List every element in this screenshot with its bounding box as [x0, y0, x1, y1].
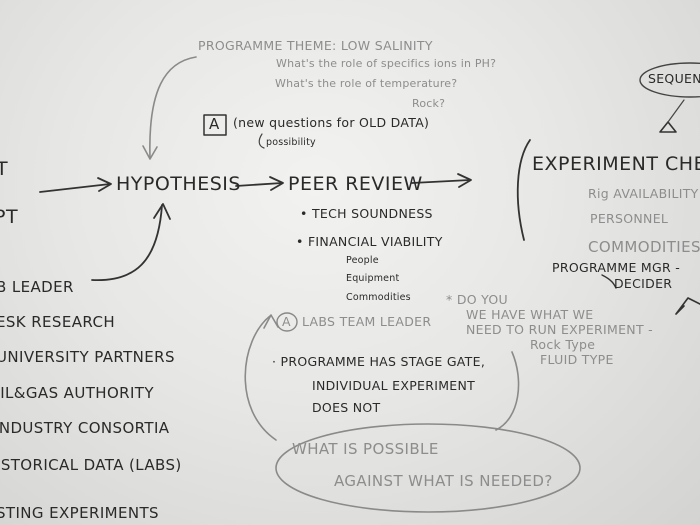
left-arrowhead — [97, 177, 112, 192]
labs-line-3: DOES NOT — [312, 400, 381, 415]
possible-oval — [275, 423, 581, 513]
financial-sub-equipment: Equipment — [346, 273, 400, 284]
decider-label: DECIDER — [614, 276, 673, 291]
left-list-item-1: T — [0, 158, 9, 180]
note-curve-right — [495, 351, 520, 431]
left-list-item-5: UNIVERSITY PARTNERS — [0, 348, 175, 366]
possibility-arrow — [258, 133, 265, 149]
do-we-note-line-4: Rock Type — [530, 337, 596, 352]
experiment-bracket — [516, 139, 531, 241]
tech-soundness-item: • TECH SOUNDNESS — [300, 206, 433, 221]
labs-curve-left — [244, 315, 277, 441]
labs-line-1: · PROGRAMME HAS STAGE GATE, — [272, 354, 486, 369]
possible-line-2: AGAINST WHAT IS NEEDED? — [334, 472, 553, 490]
do-we-note-line-2: WE HAVE WHAT WE — [466, 307, 594, 322]
do-we-note-line-5: FLUID TYPE — [540, 352, 614, 367]
sequence-triangle — [659, 121, 677, 133]
rig-availability-label: Rig AVAILABILITY — [588, 186, 699, 201]
new-questions-badge: A — [209, 115, 220, 133]
left-list-item-2: PT — [0, 206, 19, 228]
marker-pen-sketch — [675, 297, 700, 315]
possible-line-1: WHAT IS POSSIBLE — [292, 440, 439, 458]
lab-to-hypothesis-arrow — [91, 204, 163, 281]
left-list-item-7: INDUSTRY CONSORTIA — [0, 419, 170, 437]
labs-badge: A — [282, 314, 291, 329]
sequence-connector — [667, 99, 685, 123]
theme-question-2: What's the role of temperature? — [275, 77, 458, 90]
left-to-hypothesis-arrow — [39, 183, 111, 193]
lab-arrowhead — [153, 203, 171, 220]
decider-line — [601, 274, 617, 289]
do-we-note-line-3: NEED TO RUN EXPERIMENT - — [466, 322, 653, 337]
left-list-item-8: ISTORICAL DATA (LABS) — [0, 456, 182, 474]
sequence-label: SEQUENCE — [648, 71, 700, 86]
sequence-oval — [639, 62, 700, 98]
theme-to-hypothesis-arrow — [149, 56, 197, 159]
peer-to-experiment-arrow — [411, 179, 471, 184]
programme-theme-title: PROGRAMME THEME: LOW SALINITY — [198, 38, 433, 53]
hypothesis-label: HYPOTHESIS — [116, 173, 241, 195]
programme-mgr-label: PROGRAMME MGR - — [552, 260, 681, 275]
theme-question-3: Rock? — [412, 97, 446, 110]
hypothesis-to-peer-arrow — [235, 182, 283, 187]
left-list-item-6: OIL&GAS AUTHORITY — [0, 384, 154, 402]
personnel-label: PERSONNEL — [590, 211, 669, 226]
left-list-item-9: STING EXPERIMENTS — [0, 504, 159, 522]
left-list-item-4: ESK RESEARCH — [0, 313, 115, 331]
labs-line-2: INDIVIDUAL EXPERIMENT — [312, 378, 476, 393]
left-list-item-3: B LEADER — [0, 278, 74, 296]
labs-team-leader-title: LABS TEAM LEADER — [302, 314, 432, 329]
hyp-peer-arrowhead — [269, 176, 284, 191]
experiment-check-label: EXPERIMENT CHECK — [532, 153, 700, 175]
labs-badge-circle — [276, 312, 298, 332]
financial-viability-item: • FINANCIAL VIABILITY — [296, 234, 443, 249]
commodities-label: COMMODITIES — [588, 238, 700, 256]
financial-sub-commodities: Commodities — [346, 292, 411, 303]
peer-exp-arrowhead — [457, 173, 472, 188]
labs-curve-left-head — [263, 314, 279, 329]
financial-sub-people: People — [346, 255, 379, 266]
theme-question-1: What's the role of specifics ions in PH? — [276, 57, 497, 70]
badge-a-box — [203, 114, 227, 136]
new-questions-text: (new questions for OLD DATA) — [233, 115, 430, 130]
possibility-note: possibility — [266, 137, 316, 148]
peer-review-label: PEER REVIEW — [288, 173, 423, 195]
theme-arrowhead — [142, 145, 158, 160]
do-we-note-line-1: * DO YOU — [446, 292, 509, 307]
